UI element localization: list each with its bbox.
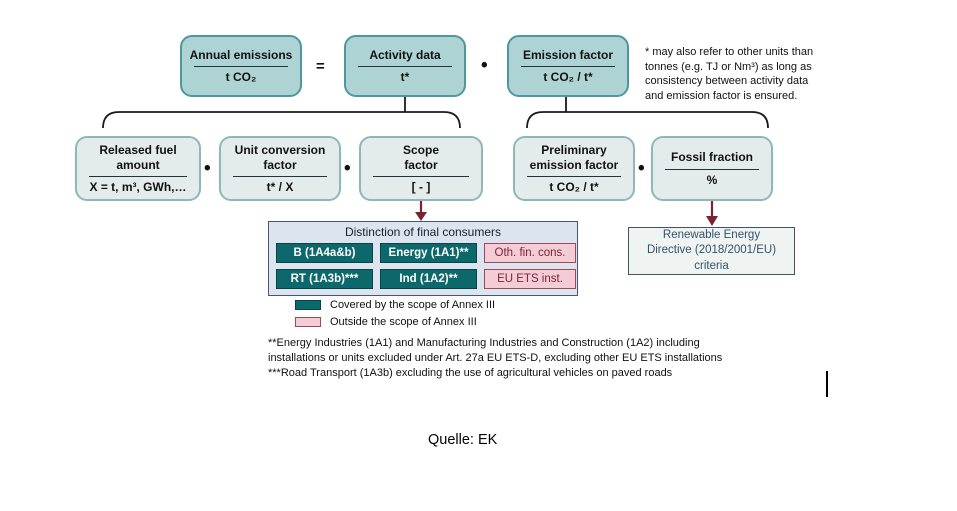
bracket-right bbox=[526, 111, 769, 129]
renewable-energy-directive-box: Renewable Energy Directive (2018/2001/EU… bbox=[628, 227, 795, 275]
fraction-bar bbox=[232, 175, 328, 177]
fraction-bar bbox=[526, 175, 622, 177]
box-preliminary-emission-factor: Preliminary emission factor t CO₂ / t* bbox=[513, 136, 635, 201]
legend-label-outside: Outside the scope of Annex III bbox=[330, 316, 477, 328]
final-consumers-grid: B (1A4a&b) Energy (1A1)** Oth. fin. cons… bbox=[276, 243, 576, 289]
footnote-double-star: **Energy Industries (1A1) and Manufactur… bbox=[268, 337, 723, 364]
box-unit-conversion-factor: Unit conversion factor t* / X bbox=[219, 136, 341, 201]
cell-b-1a4ab: B (1A4a&b) bbox=[276, 243, 373, 263]
box-fossil-fraction: Fossil fraction % bbox=[651, 136, 773, 201]
box-activity-data-unit: t* bbox=[400, 70, 410, 85]
box-released-fuel-amount: Released fuel amount X = t, m³, GWh,… bbox=[75, 136, 201, 201]
multiply-dot: • bbox=[638, 158, 645, 179]
box-annual-emissions-unit: t CO₂ bbox=[225, 70, 257, 85]
legend-item-covered: Covered by the scope of Annex III bbox=[295, 299, 495, 311]
arrowhead-scope bbox=[415, 212, 427, 221]
arrowhead-fossil bbox=[706, 216, 718, 226]
box-preliminary-ef-title: Preliminary emission factor bbox=[529, 143, 619, 172]
multiply-dot: • bbox=[344, 158, 351, 179]
fraction-bar bbox=[373, 175, 469, 177]
fraction-bar bbox=[520, 66, 616, 68]
fraction-bar bbox=[357, 66, 453, 68]
final-consumers-table-title: Distinction of final consumers bbox=[344, 225, 502, 239]
legend-label-covered: Covered by the scope of Annex III bbox=[330, 299, 496, 311]
box-fossil-fraction-unit: % bbox=[706, 172, 718, 187]
cell-rt-1a3b: RT (1A3b)*** bbox=[276, 269, 373, 289]
source-label: Quelle: EK bbox=[428, 432, 498, 448]
box-unit-conversion-title: Unit conversion factor bbox=[234, 143, 326, 172]
cell-eu-ets-installations: EU ETS inst. bbox=[484, 269, 576, 289]
legend-swatch-covered bbox=[295, 300, 321, 310]
equals-sign: = bbox=[316, 58, 325, 75]
legend-item-outside: Outside the scope of Annex III bbox=[295, 316, 477, 328]
box-unit-conversion-unit: t* / X bbox=[266, 179, 294, 194]
box-annual-emissions-title: Annual emissions bbox=[189, 47, 293, 62]
legend-swatch-outside bbox=[295, 317, 321, 327]
fraction-bar bbox=[89, 175, 187, 177]
footnote-triple-star: ***Road Transport (1A3b) excluding the u… bbox=[268, 367, 673, 379]
final-consumers-table: Distinction of final consumers B (1A4a&b… bbox=[268, 221, 578, 296]
box-emission-factor-title: Emission factor bbox=[522, 47, 614, 62]
fraction-bar bbox=[193, 66, 289, 68]
units-footnote: * may also refer to other units than ton… bbox=[645, 46, 814, 102]
box-preliminary-ef-unit: t CO₂ / t* bbox=[549, 179, 599, 194]
cell-ind-1a2: Ind (1A2)** bbox=[380, 269, 477, 289]
box-annual-emissions: Annual emissions t CO₂ bbox=[180, 35, 302, 97]
box-scope-factor-unit: [ - ] bbox=[411, 179, 431, 194]
box-activity-data: Activity data t* bbox=[344, 35, 466, 97]
box-emission-factor: Emission factor t CO₂ / t* bbox=[507, 35, 629, 97]
box-released-fuel-title: Released fuel amount bbox=[99, 143, 177, 172]
multiply-dot: • bbox=[204, 158, 211, 179]
box-scope-factor: Scope factor [ - ] bbox=[359, 136, 483, 201]
box-scope-factor-title: Scope factor bbox=[402, 143, 439, 172]
multiply-dot: • bbox=[481, 55, 488, 76]
fraction-bar bbox=[664, 168, 760, 170]
cell-other-final-consumers: Oth. fin. cons. bbox=[484, 243, 576, 263]
text-cursor bbox=[826, 371, 828, 397]
box-activity-data-title: Activity data bbox=[369, 47, 441, 62]
bracket-left bbox=[102, 111, 461, 129]
cell-energy-1a1: Energy (1A1)** bbox=[380, 243, 477, 263]
box-released-fuel-unit: X = t, m³, GWh,… bbox=[89, 179, 187, 194]
box-fossil-fraction-title: Fossil fraction bbox=[670, 150, 753, 165]
box-emission-factor-unit: t CO₂ / t* bbox=[543, 70, 593, 85]
